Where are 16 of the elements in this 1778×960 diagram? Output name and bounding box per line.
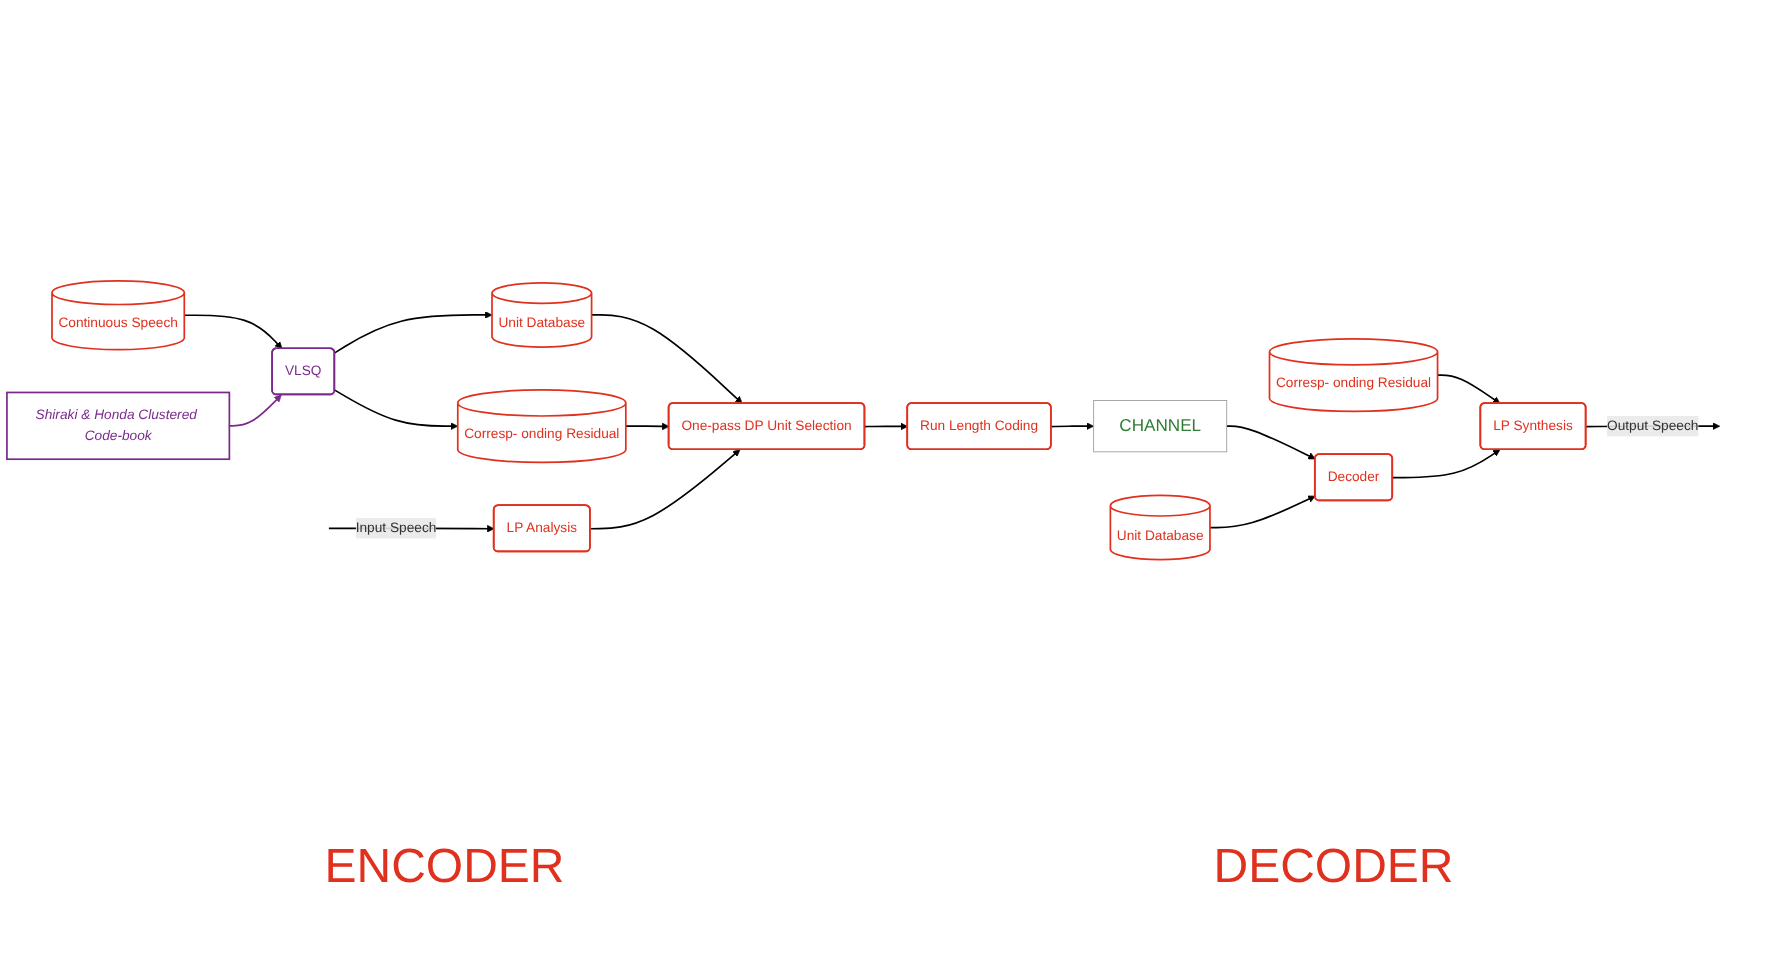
arrow [333, 310, 493, 354]
arrow [624, 422, 670, 430]
arrow [333, 389, 459, 430]
arrow [1391, 449, 1501, 479]
section-label: DECODER [1213, 840, 1454, 896]
arrow [864, 422, 908, 430]
arrow [228, 394, 282, 427]
node-box: CHANNEL [1093, 399, 1228, 452]
arrow [183, 314, 283, 349]
arrow [590, 313, 743, 404]
section-label: ENCODER [324, 840, 565, 896]
arrow [1436, 373, 1501, 404]
arrow [1050, 422, 1094, 430]
arrow [589, 449, 741, 530]
arrow [1209, 495, 1316, 529]
arrow [1225, 425, 1316, 460]
